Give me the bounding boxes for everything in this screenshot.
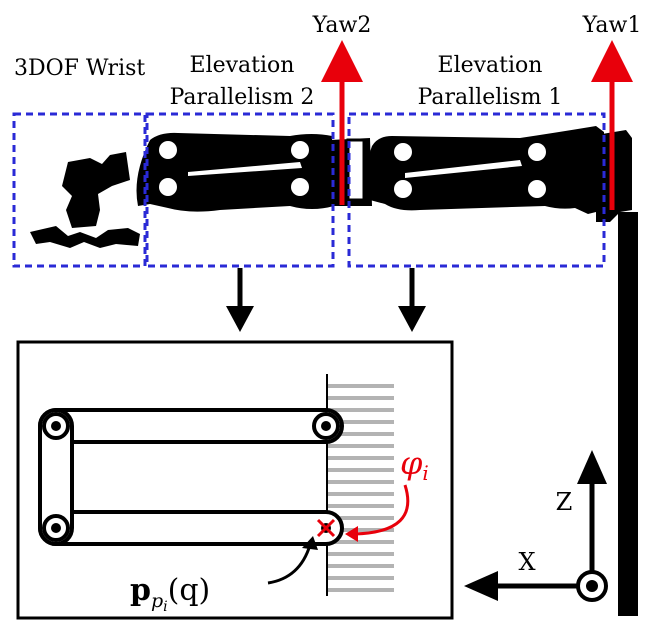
phi-arrowhead-icon bbox=[345, 526, 358, 542]
z-arrow-icon bbox=[577, 450, 607, 484]
top-labels: 3DOF Wrist Elevation Parallelism 2 Eleva… bbox=[14, 13, 641, 110]
bottom-bar bbox=[38, 510, 344, 546]
yaw2-label: Yaw2 bbox=[312, 13, 372, 38]
yaw1-label: Yaw1 bbox=[582, 13, 642, 38]
parallelism-1-label-line2: Parallelism 1 bbox=[418, 85, 563, 110]
link-2-hole bbox=[159, 178, 177, 196]
wrist-gripper bbox=[30, 226, 140, 248]
p-label: ppi(q) bbox=[130, 573, 210, 615]
linkage-joints bbox=[42, 412, 340, 542]
schematic-inset: φi ppi(q) bbox=[16, 340, 454, 620]
coordinate-frame: Z X bbox=[464, 450, 608, 602]
yaw-axes bbox=[321, 40, 633, 210]
p-arrow bbox=[267, 544, 312, 585]
region-boxes bbox=[12, 112, 606, 268]
phi-label: φi bbox=[400, 444, 429, 485]
link-1-hole bbox=[394, 180, 412, 198]
link-2-hole bbox=[291, 141, 309, 159]
x-arrow-icon bbox=[464, 571, 498, 601]
link-2-slot bbox=[188, 162, 302, 176]
link-1-hole bbox=[528, 180, 546, 198]
x-axis-label: X bbox=[518, 548, 535, 576]
p-arrowhead-icon bbox=[302, 536, 318, 550]
down-arrow-icon bbox=[398, 306, 426, 332]
link-2-hole bbox=[291, 178, 309, 196]
flow-arrows bbox=[226, 268, 426, 332]
wrist-region-box bbox=[12, 112, 147, 268]
phi-arrow bbox=[354, 484, 410, 536]
yaw2-arrow-icon bbox=[321, 40, 363, 82]
link-1-hole bbox=[528, 143, 546, 161]
base-pole bbox=[618, 212, 638, 616]
parallelism-2-region-box bbox=[145, 112, 335, 268]
target-cross-icon bbox=[316, 518, 336, 538]
left-bar bbox=[38, 408, 74, 546]
wrist-silhouette bbox=[62, 152, 130, 228]
wrist-label: 3DOF Wrist bbox=[14, 56, 145, 81]
parallelism-2-label-line2: Parallelism 2 bbox=[170, 85, 315, 110]
link-parallelism-1 bbox=[366, 126, 604, 214]
linkage bbox=[38, 408, 344, 546]
parallelism-1-label-line1: Elevation bbox=[438, 53, 543, 78]
parallelism-1-region-box bbox=[347, 112, 606, 268]
down-arrow-icon bbox=[226, 306, 254, 332]
hatched-ground bbox=[328, 384, 394, 592]
link-1-slot bbox=[405, 160, 522, 178]
top-bar bbox=[38, 408, 344, 444]
link-1-hole bbox=[394, 143, 412, 161]
z-axis-label: Z bbox=[556, 488, 573, 516]
parallelism-2-label-line1: Elevation bbox=[190, 53, 295, 78]
link-2-hole bbox=[159, 141, 177, 159]
yaw1-arrow-icon bbox=[591, 40, 633, 82]
